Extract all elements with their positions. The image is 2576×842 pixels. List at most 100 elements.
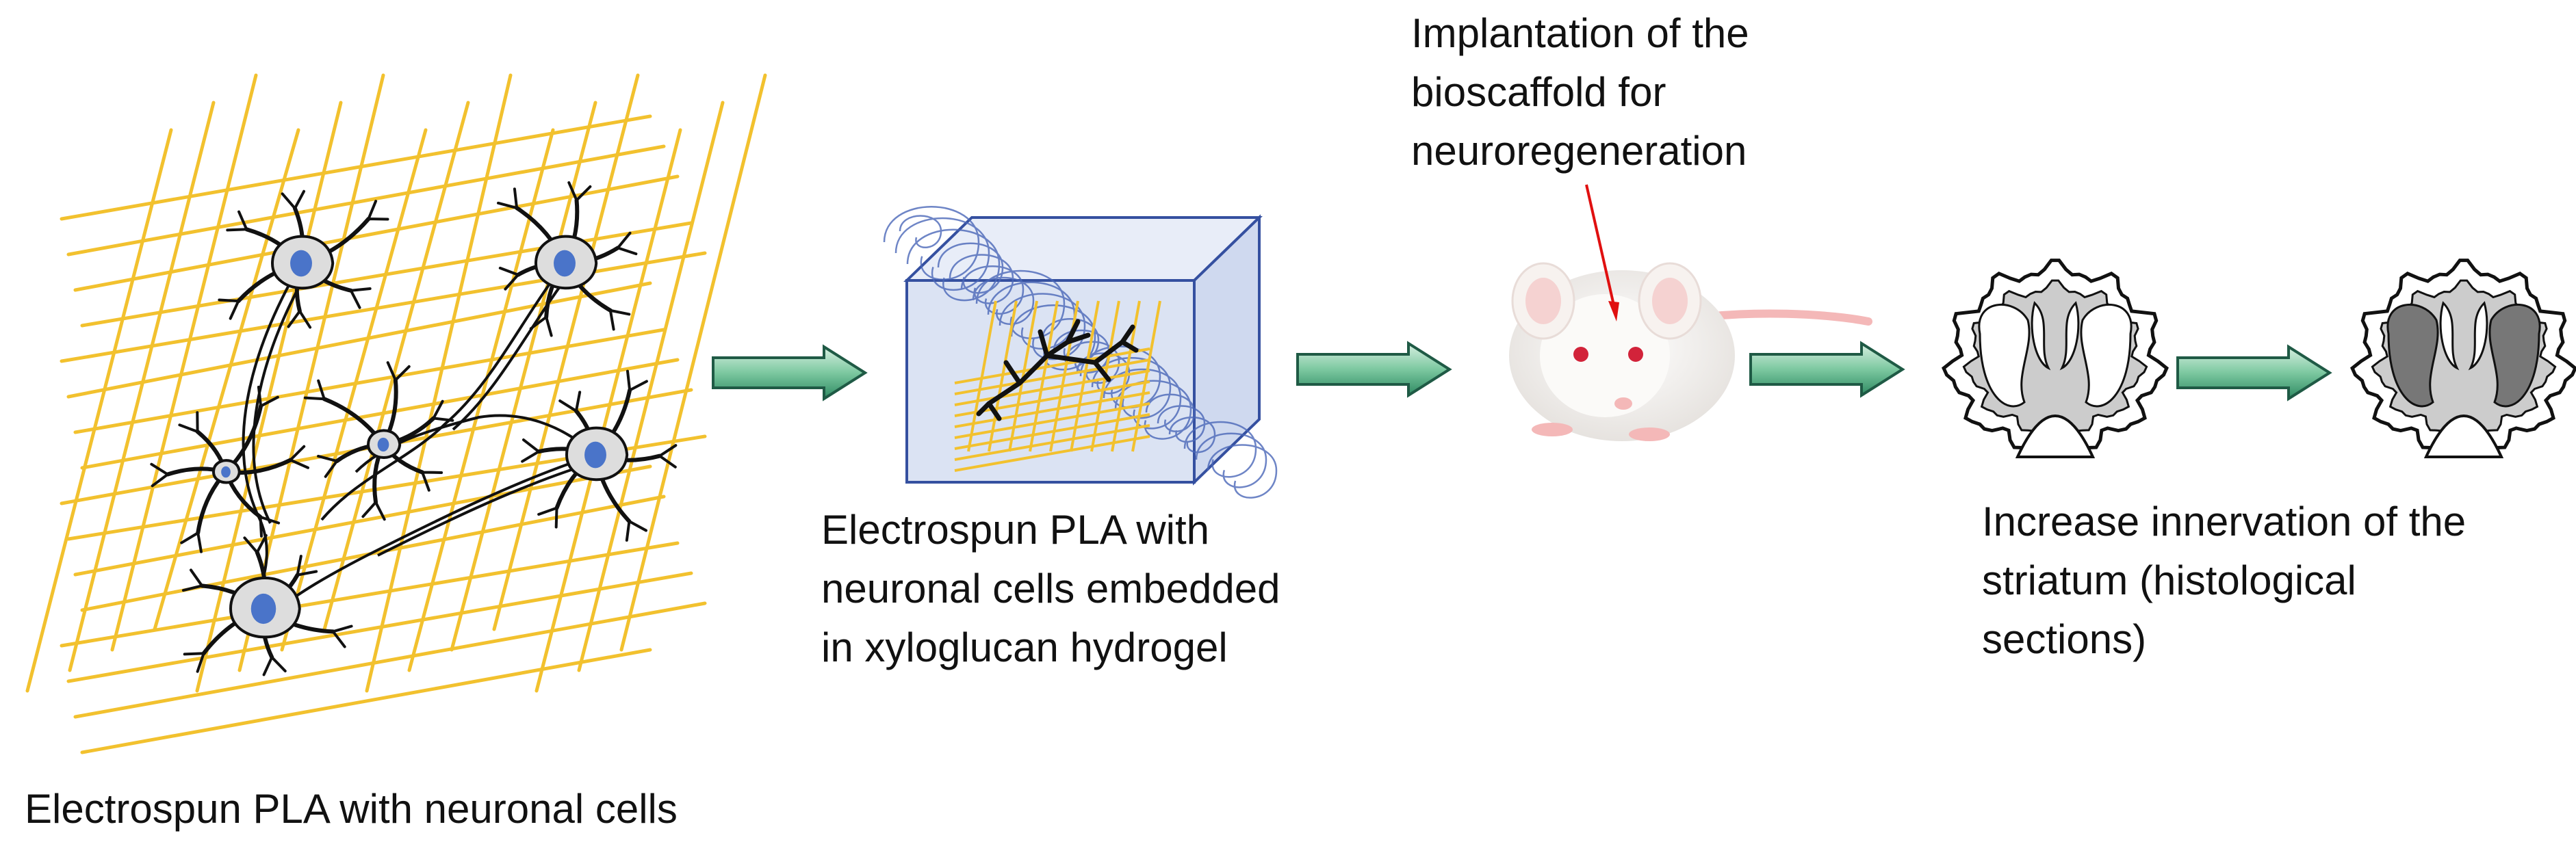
pla-fiber bbox=[25, 128, 173, 693]
dendrite-branch bbox=[259, 515, 281, 538]
mini-neuron-branch bbox=[986, 339, 1070, 406]
hydrogel-line-2: neuronal cells embedded bbox=[821, 566, 1280, 611]
scaffold-neuron-network bbox=[25, 73, 767, 754]
pla-fiber bbox=[954, 402, 1150, 439]
dendrite-branch bbox=[226, 210, 248, 232]
dendrite-branch bbox=[432, 399, 454, 422]
mouse-ear-inner-left bbox=[1525, 278, 1561, 324]
hydrogel-fiber bbox=[1010, 304, 1096, 371]
mini-neuron-branch bbox=[1092, 360, 1111, 382]
pla-fiber bbox=[1131, 300, 1161, 452]
implantation-pointer-arrow bbox=[1585, 184, 1619, 321]
dendrite-branch bbox=[658, 444, 678, 469]
neuron-cell bbox=[303, 361, 454, 521]
neuron-cell bbox=[218, 189, 389, 329]
nucleus bbox=[377, 437, 389, 452]
dendrite-branch bbox=[257, 385, 279, 408]
dendrite-branch bbox=[608, 308, 631, 331]
implantation-line-2: bioscaffold for bbox=[1411, 69, 1666, 115]
mouse-foot-right bbox=[1629, 427, 1670, 441]
mouse-head bbox=[1540, 294, 1670, 417]
axon bbox=[242, 262, 302, 617]
dendrite-branch bbox=[496, 187, 519, 210]
dendrite-branch bbox=[567, 181, 592, 202]
pla-fiber bbox=[1029, 300, 1059, 452]
pla-fiber bbox=[534, 128, 682, 693]
arrow-right-icon bbox=[712, 344, 868, 402]
mouse-ear-inner-right bbox=[1652, 278, 1688, 324]
dendrite-branch bbox=[281, 189, 306, 210]
dendrite-branch bbox=[178, 411, 199, 434]
dendrite-branch bbox=[317, 454, 339, 478]
innervation-line-1: Increase innervation of the bbox=[1982, 499, 2466, 544]
pla-fiber bbox=[80, 358, 680, 470]
striatum-left bbox=[1978, 304, 2031, 408]
pla-fiber bbox=[577, 101, 725, 672]
dendrite-branch bbox=[183, 652, 205, 673]
neuron-cell bbox=[150, 385, 309, 553]
mouse-foot-left bbox=[1532, 423, 1573, 436]
mini-neuron-branch bbox=[1003, 360, 1022, 386]
brain-base-notch bbox=[2423, 415, 2504, 458]
mini-neuron-branch bbox=[976, 401, 1002, 421]
hydrogel-fiber bbox=[975, 269, 1066, 339]
pla-fibers bbox=[25, 73, 767, 754]
dendrite-branch bbox=[367, 200, 389, 221]
pla-fiber bbox=[73, 464, 652, 577]
pla-fiber bbox=[60, 251, 707, 363]
arrows bbox=[712, 341, 2332, 402]
label-hydrogel: Electrospun PLA with neuronal cells embe… bbox=[821, 501, 1280, 677]
striatum-left bbox=[2386, 304, 2439, 408]
pla-fiber bbox=[954, 435, 1150, 472]
pla-fiber bbox=[153, 128, 300, 631]
hydrogel-fiber bbox=[1168, 417, 1216, 453]
implantation-line-1: Implantation of the bbox=[1411, 10, 1749, 56]
axon bbox=[320, 262, 566, 521]
pla-fiber bbox=[967, 300, 997, 452]
axon bbox=[377, 462, 591, 557]
implantation-line-3: neuroregeneration bbox=[1411, 128, 1747, 174]
pla-fiber bbox=[322, 101, 470, 631]
arrow-right-icon bbox=[2176, 344, 2332, 402]
label-innervation: Increase innervation of the striatum (hi… bbox=[1982, 492, 2466, 669]
pla-fiber bbox=[954, 391, 1150, 428]
nucleus bbox=[290, 250, 312, 277]
dendrite-branch bbox=[625, 520, 648, 542]
mouse-nose bbox=[1614, 397, 1632, 410]
striatum-right bbox=[2080, 304, 2133, 408]
dendrite-branch bbox=[287, 309, 312, 329]
label-scaffold-with-cells: Electrospun PLA with neuronal cells bbox=[25, 780, 678, 839]
ventricle-right bbox=[2468, 301, 2488, 371]
dendrite-branch bbox=[421, 471, 443, 492]
brain-sections bbox=[1942, 259, 2576, 458]
pla-fiber bbox=[80, 648, 652, 754]
axon bbox=[269, 453, 596, 617]
pla-fiber bbox=[280, 128, 428, 652]
innervation-line-2: striatum (histological bbox=[1982, 557, 2356, 603]
dendrite-branch bbox=[537, 506, 558, 529]
dendrite-branch bbox=[331, 624, 353, 648]
mini-pla-fibers bbox=[954, 300, 1161, 472]
pla-fiber bbox=[110, 73, 258, 652]
hydrogel-fiber bbox=[972, 276, 1035, 325]
mini-neuron-branch bbox=[1038, 329, 1050, 358]
mouse-eye-left bbox=[1573, 347, 1588, 362]
mini-neuron-branch bbox=[1120, 324, 1139, 353]
axon bbox=[252, 267, 311, 524]
scaffold-line-1: Electrospun PLA with neuronal cells bbox=[25, 786, 678, 832]
neuron-cell bbox=[521, 369, 678, 542]
hydrogel-fiber bbox=[1195, 432, 1267, 488]
pla-fiber bbox=[73, 601, 707, 719]
ventricle-left bbox=[2031, 301, 2051, 371]
dendrite-branch bbox=[181, 568, 204, 592]
innervation-line-3: sections) bbox=[1982, 616, 2147, 662]
dendrite-branch bbox=[361, 501, 386, 521]
pla-fiber bbox=[68, 101, 216, 672]
hydrogel-cube bbox=[883, 206, 1278, 499]
pla-fiber bbox=[954, 358, 1150, 395]
dendrite-branch bbox=[521, 438, 541, 463]
ventricle-left bbox=[2439, 301, 2460, 371]
dendrite-branch bbox=[262, 655, 287, 676]
hydrogel-line-3: in xyloglucan hydrogel bbox=[821, 624, 1228, 670]
nucleus bbox=[554, 250, 576, 277]
